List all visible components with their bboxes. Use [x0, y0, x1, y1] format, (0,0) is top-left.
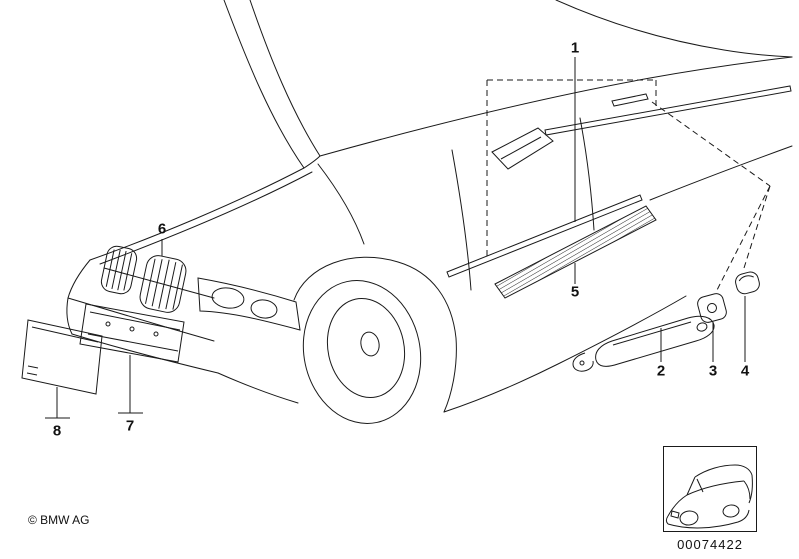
handle-gasket-part [697, 293, 727, 323]
leader-lines [45, 57, 746, 419]
license-plate-base-part [79, 303, 185, 363]
dashed-reference-lines [486, 79, 771, 293]
callout-3[interactable]: 3 [708, 362, 718, 380]
door-handle-mounted [611, 93, 649, 107]
headlight [197, 277, 301, 331]
license-plate-filler-part [21, 319, 103, 395]
door-handle-part [572, 315, 715, 372]
diagram-number: 00074422 [677, 537, 743, 552]
side-molding-strips [446, 85, 792, 278]
callout-1[interactable]: 1 [570, 39, 580, 57]
callout-5[interactable]: 5 [570, 283, 580, 301]
car-outline [66, 0, 793, 413]
callout-8[interactable]: 8 [52, 422, 62, 440]
thumbnail-frame [663, 446, 757, 532]
door-mirror [491, 127, 554, 170]
bmw-sedan-outline-icon [666, 464, 753, 529]
callout-6[interactable]: 6 [157, 220, 167, 238]
callout-7[interactable]: 7 [125, 417, 135, 435]
callout-4[interactable]: 4 [740, 362, 750, 380]
copyright-text: © BMW AG [28, 513, 90, 527]
kidney-grille [100, 245, 187, 313]
model-thumbnail [663, 446, 757, 532]
callout-2[interactable]: 2 [656, 362, 666, 380]
handle-cap-part [735, 271, 760, 295]
front-wheel [302, 280, 422, 424]
door-sill-strip [494, 205, 657, 299]
